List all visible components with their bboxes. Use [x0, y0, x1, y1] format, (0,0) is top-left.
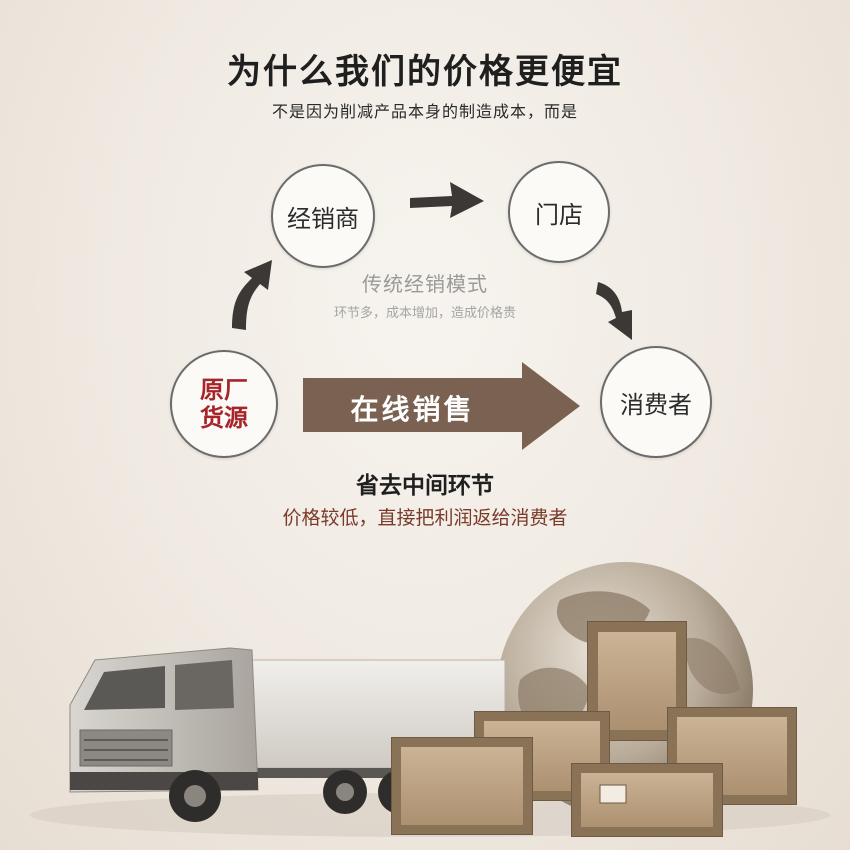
arrow-up-icon — [232, 260, 272, 330]
traditional-mode-desc: 环节多，成本增加，造成价格贵 — [333, 306, 516, 321]
node-store-label: 门店 — [535, 200, 583, 229]
node-dealer: 经销商 — [271, 164, 375, 268]
node-consumer-label: 消费者 — [620, 390, 692, 419]
node-consumer: 消费者 — [600, 346, 712, 458]
node-store: 门店 — [508, 161, 610, 263]
node-factory-label-1: 原厂 — [200, 376, 248, 404]
node-factory-label-2: 货源 — [200, 404, 248, 432]
node-factory: 原厂 货源 — [170, 350, 278, 458]
traditional-mode-label: 传统经销模式 — [362, 272, 488, 296]
online-sales-arrow — [303, 362, 580, 450]
online-sales-label: 在线销售 — [350, 393, 475, 426]
node-dealer-label: 经销商 — [287, 204, 359, 233]
save-middle-desc: 价格较低，直接把利润返给消费者 — [282, 507, 568, 529]
save-middle-title: 省去中间环节 — [356, 473, 494, 499]
arrow-right-icon — [410, 182, 484, 218]
page-title: 为什么我们的价格更便宜 — [227, 52, 623, 92]
truck-illustration — [69, 647, 506, 822]
arrow-down-icon — [596, 282, 632, 340]
page-subtitle: 不是因为削减产品本身的制造成本，而是 — [271, 102, 578, 121]
crate-illustration — [391, 621, 797, 837]
